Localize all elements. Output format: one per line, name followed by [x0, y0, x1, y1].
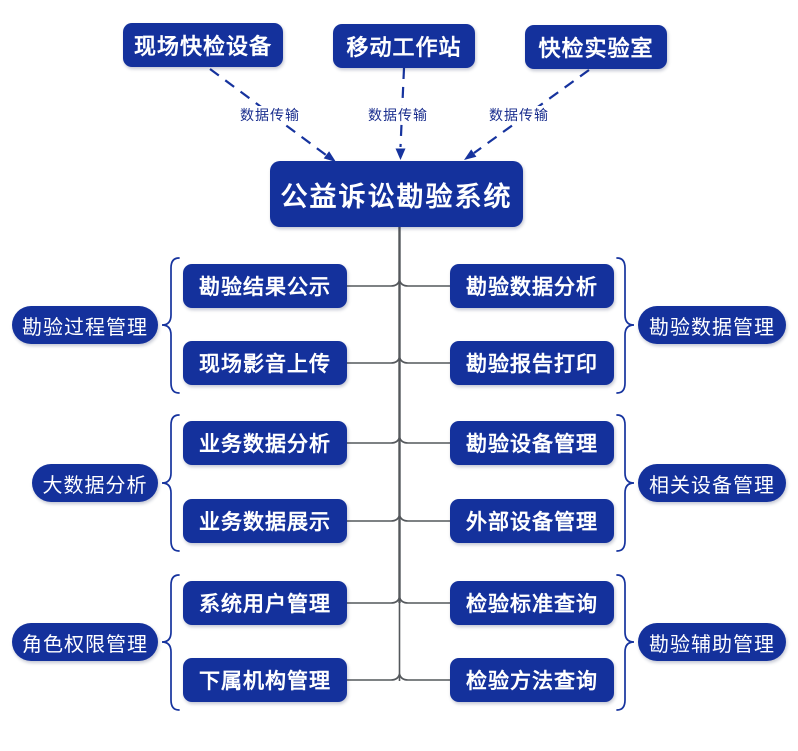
center-node-system: 公益诉讼勘验系统 [270, 161, 523, 227]
branch-node-survey-result-publicity: 勘验结果公示 [183, 264, 347, 308]
arrowhead-2 [395, 148, 406, 160]
brace-right-1 [616, 257, 635, 394]
arrowhead-1 [323, 151, 336, 162]
branch-node-survey-report-print: 勘验报告打印 [450, 341, 614, 385]
edge-label-data-transfer-1: 数据传输 [237, 106, 303, 124]
connector-right-2 [398, 356, 450, 364]
connector-left-1 [347, 279, 401, 287]
connector-left-4 [347, 514, 401, 522]
connector-left-2 [347, 356, 401, 364]
connector-right-4 [398, 514, 450, 522]
branch-node-site-av-upload: 现场影音上传 [183, 341, 347, 385]
branch-node-business-data-display: 业务数据展示 [183, 499, 347, 543]
branch-node-system-user-management: 系统用户管理 [183, 581, 347, 625]
category-pill-related-equipment-management: 相关设备管理 [638, 464, 786, 502]
brace-right-3 [616, 574, 635, 711]
branch-node-external-equipment-management: 外部设备管理 [450, 499, 614, 543]
branch-node-inspection-standard-query: 检验标准查询 [450, 581, 614, 625]
top-node-field-testing-device: 现场快检设备 [123, 23, 283, 67]
edge-label-data-transfer-3: 数据传输 [486, 106, 552, 124]
branch-node-business-data-analysis: 业务数据分析 [183, 421, 347, 465]
category-pill-big-data-analysis: 大数据分析 [32, 464, 158, 502]
brace-left-2 [161, 414, 180, 552]
branch-node-survey-equipment-management: 勘验设备管理 [450, 421, 614, 465]
category-pill-survey-data-management: 勘验数据管理 [638, 306, 786, 344]
dashed-arrow-1 [209, 68, 327, 156]
category-pill-survey-process-management: 勘验过程管理 [12, 306, 158, 344]
branch-node-inspection-method-query: 检验方法查询 [450, 658, 614, 702]
connector-right-1 [398, 279, 450, 287]
dashed-arrow-3 [473, 69, 590, 154]
branch-node-subordinate-org-management: 下属机构管理 [183, 658, 347, 702]
top-node-mobile-workstation: 移动工作站 [333, 24, 475, 68]
connector-right-5 [398, 596, 450, 604]
connector-left-6 [347, 673, 401, 681]
category-pill-role-permission-management: 角色权限管理 [12, 623, 158, 661]
connector-right-6 [398, 673, 450, 681]
branch-node-survey-data-analysis: 勘验数据分析 [450, 264, 614, 308]
connector-left-5 [347, 596, 401, 604]
arrowhead-3 [464, 149, 477, 160]
edge-label-data-transfer-2: 数据传输 [365, 106, 431, 124]
top-node-rapid-test-lab: 快检实验室 [525, 25, 667, 69]
connector-left-3 [347, 436, 401, 444]
connector-right-3 [398, 436, 450, 444]
brace-left-1 [161, 257, 180, 394]
category-pill-survey-auxiliary-management: 勘验辅助管理 [638, 623, 786, 661]
brace-right-2 [616, 414, 635, 552]
brace-left-3 [161, 574, 180, 711]
